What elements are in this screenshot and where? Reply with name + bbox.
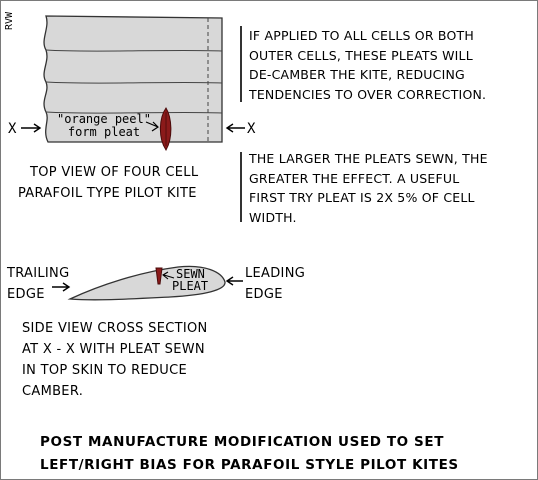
note1-line3: DE-CAMBER THE KITE, REDUCING: [249, 67, 465, 82]
leading-edge-arrow: [225, 276, 243, 286]
pleat-pointer: [145, 121, 159, 132]
trailing-edge-arrow: [52, 282, 71, 292]
leading-edge-label: LEADING EDGE: [245, 263, 305, 305]
top-view-kite: "orange peel" form pleat: [43, 15, 223, 151]
note2-line4: WIDTH.: [249, 209, 297, 225]
note1-bracket: [240, 26, 242, 102]
footer-caption: POST MANUFACTURE MODIFICATION USED TO SE…: [40, 431, 459, 477]
pleat-label-line2: form pleat: [68, 125, 140, 139]
side-caption-line4: CAMBER.: [22, 384, 84, 399]
sewn-label: SEWN: [176, 267, 205, 281]
side-caption-line3: IN TOP SKIN TO REDUCE: [22, 363, 187, 378]
side-view-caption: SIDE VIEW CROSS SECTION AT X - X WITH PL…: [22, 318, 208, 402]
leading-label-line1: LEADING: [245, 266, 306, 281]
note-pleat-size: THE LARGER THE PLEATS SEWN, THE GREATER …: [249, 149, 488, 227]
note1-line2: OUTER CELLS, THESE PLEATS WILL: [249, 47, 473, 63]
top-view-caption-line1: TOP VIEW OF FOUR CELL: [30, 165, 199, 180]
pleat-label: PLEAT: [172, 279, 208, 293]
sewn-pleat: [155, 267, 163, 285]
note1-line1: IF APPLIED TO ALL CELLS OR BOTH: [249, 28, 474, 43]
footer-line2: LEFT/RIGHT BIAS FOR PARAFOIL STYLE PILOT…: [40, 457, 459, 473]
note2-bracket: [240, 152, 242, 222]
initials: RVW: [4, 11, 15, 30]
x-right-label: X: [247, 121, 256, 137]
top-view-caption-line2: PARAFOIL TYPE PILOT KITE: [18, 186, 197, 201]
side-view-section: SEWN PLEAT: [67, 265, 226, 301]
side-caption-line1: SIDE VIEW CROSS SECTION: [22, 321, 208, 336]
cell-seam-3: [45, 111, 223, 114]
note2-line1: THE LARGER THE PLEATS SEWN, THE: [249, 151, 488, 166]
note-decamber: IF APPLIED TO ALL CELLS OR BOTH OUTER CE…: [249, 26, 486, 104]
x-left-arrow: [21, 123, 42, 133]
note1-line4: TENDENCIES TO OVER CORRECTION.: [249, 86, 487, 102]
trailing-label-line1: TRAILING: [7, 266, 70, 281]
cell-seam-2: [45, 81, 223, 84]
cell-seam-1: [45, 49, 223, 52]
pleat-label-line1: "orange peel": [57, 112, 151, 126]
airfoil-outline: [67, 265, 226, 301]
side-caption-line2: AT X - X WITH PLEAT SEWN: [22, 342, 205, 357]
trailing-edge-label: TRAILING EDGE: [7, 263, 69, 305]
sewn-pleat-pointer: [162, 271, 175, 280]
x-right-arrow: [225, 123, 245, 133]
footer-line1: POST MANUFACTURE MODIFICATION USED TO SE…: [40, 434, 445, 450]
trailing-label-line2: EDGE: [7, 287, 45, 302]
kite-outline: [43, 15, 223, 143]
note2-line2: GREATER THE EFFECT. A USEFUL: [249, 170, 460, 186]
note2-line3: FIRST TRY PLEAT IS 2X 5% OF CELL: [249, 190, 475, 205]
top-view-caption: TOP VIEW OF FOUR CELL PARAFOIL TYPE PILO…: [18, 162, 199, 204]
leading-label-line2: EDGE: [245, 287, 283, 302]
x-left-label: X: [8, 121, 17, 137]
